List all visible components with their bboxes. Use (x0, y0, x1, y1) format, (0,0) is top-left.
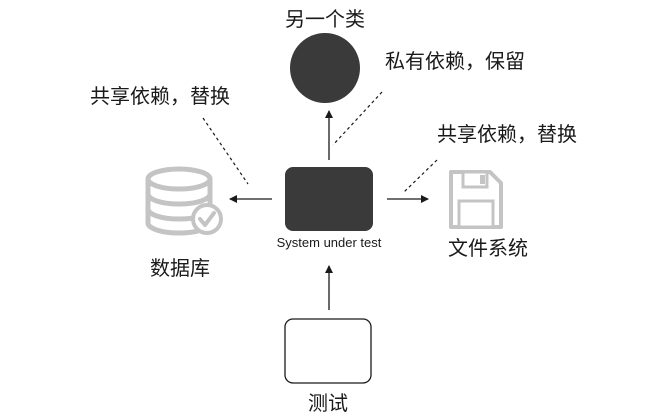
private-dependency-leader (332, 91, 383, 146)
other-class-label: 另一个类 (285, 7, 365, 31)
shared-dependency-right-label: 共享依赖，替换 (437, 122, 577, 146)
other-class-node (290, 33, 360, 103)
test-node (284, 318, 372, 384)
database-icon (145, 166, 223, 236)
system-under-test-label: System under test (277, 235, 382, 250)
filesystem-label: 文件系统 (448, 236, 528, 260)
shared-dependency-left-leader (202, 117, 249, 185)
shared-dependency-left-label: 共享依赖，替换 (90, 84, 230, 108)
database-label: 数据库 (150, 256, 210, 280)
private-dependency-label: 私有依赖，保留 (385, 49, 525, 73)
floppy-disk-icon (449, 170, 503, 229)
test-label: 测试 (308, 391, 348, 415)
shared-dependency-right-leader (403, 159, 438, 193)
system-under-test-node (285, 167, 373, 231)
